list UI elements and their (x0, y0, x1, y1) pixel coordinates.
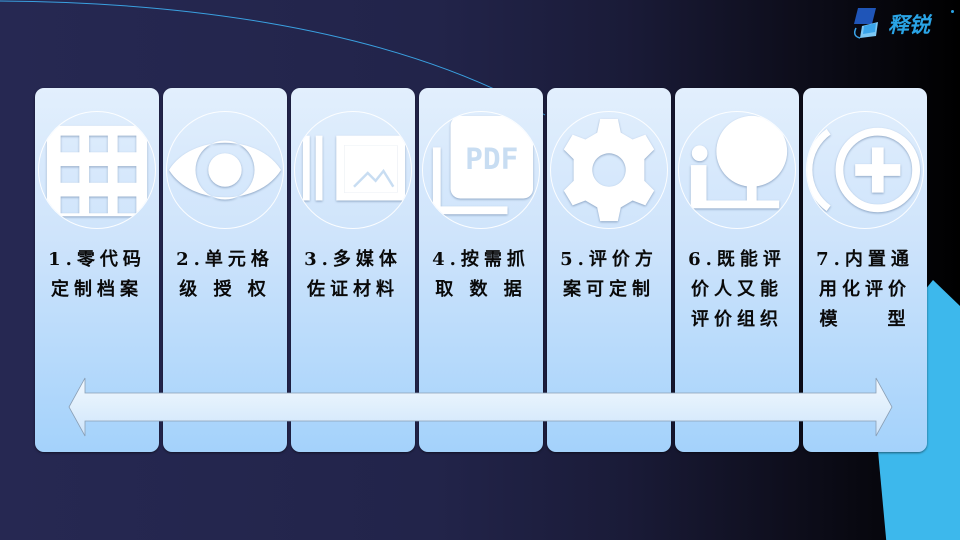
feature-cards: 1.零代码 定制档案 2.单元格 级 授 权 3.多媒体 (35, 88, 927, 452)
icon-circle (38, 111, 156, 229)
graduation-cap-logo-icon (853, 8, 878, 39)
add-circle-icon (807, 127, 921, 213)
brand-logo: 释锐 (850, 4, 960, 44)
icon-circle (166, 111, 284, 229)
icon-circle: PDF (422, 111, 540, 229)
registered-mark (951, 10, 954, 13)
gear-icon (563, 118, 655, 222)
feature-card-zero-code[interactable]: 1.零代码 定制档案 (35, 88, 159, 452)
feature-card-evaluate-people-org[interactable]: 6.既能评 价人又能 评价组织 (675, 88, 799, 452)
eye-icon (168, 140, 282, 200)
icon-circle (678, 111, 796, 229)
pdf-icon: PDF (432, 115, 534, 215)
feature-card-builtin-model[interactable]: 7.内置通 用化评价 模 型 (803, 88, 927, 452)
brand-name: 释锐 (888, 13, 930, 37)
feature-card-fetch-data[interactable]: PDF 4.按需抓 取 数 据 (419, 88, 543, 452)
feature-label: 7.内置通 用化评价 模 型 (816, 249, 914, 330)
icon-circle (294, 111, 412, 229)
image-gallery-icon (302, 135, 406, 201)
feature-label: 1.零代码 定制档案 (48, 249, 146, 300)
feature-label: 2.单元格 级 授 权 (176, 249, 274, 300)
svg-text:PDF: PDF (465, 142, 518, 176)
feature-card-custom-evaluation[interactable]: 5.评价方 案可定制 (547, 88, 671, 452)
icon-circle (550, 111, 668, 229)
icon-circle (806, 111, 924, 229)
feature-label: 5.评价方 案可定制 (560, 249, 658, 300)
feature-label: 4.按需抓 取 数 据 (432, 249, 530, 300)
feature-label: 3.多媒体 佐证材料 (304, 249, 402, 300)
feature-card-cell-permission[interactable]: 2.单元格 级 授 权 (163, 88, 287, 452)
person-presentation-icon (690, 115, 788, 209)
grid-icon (46, 125, 148, 217)
feature-label: 6.既能评 价人又能 评价组织 (688, 249, 786, 330)
feature-card-multimedia[interactable]: 3.多媒体 佐证材料 (291, 88, 415, 452)
